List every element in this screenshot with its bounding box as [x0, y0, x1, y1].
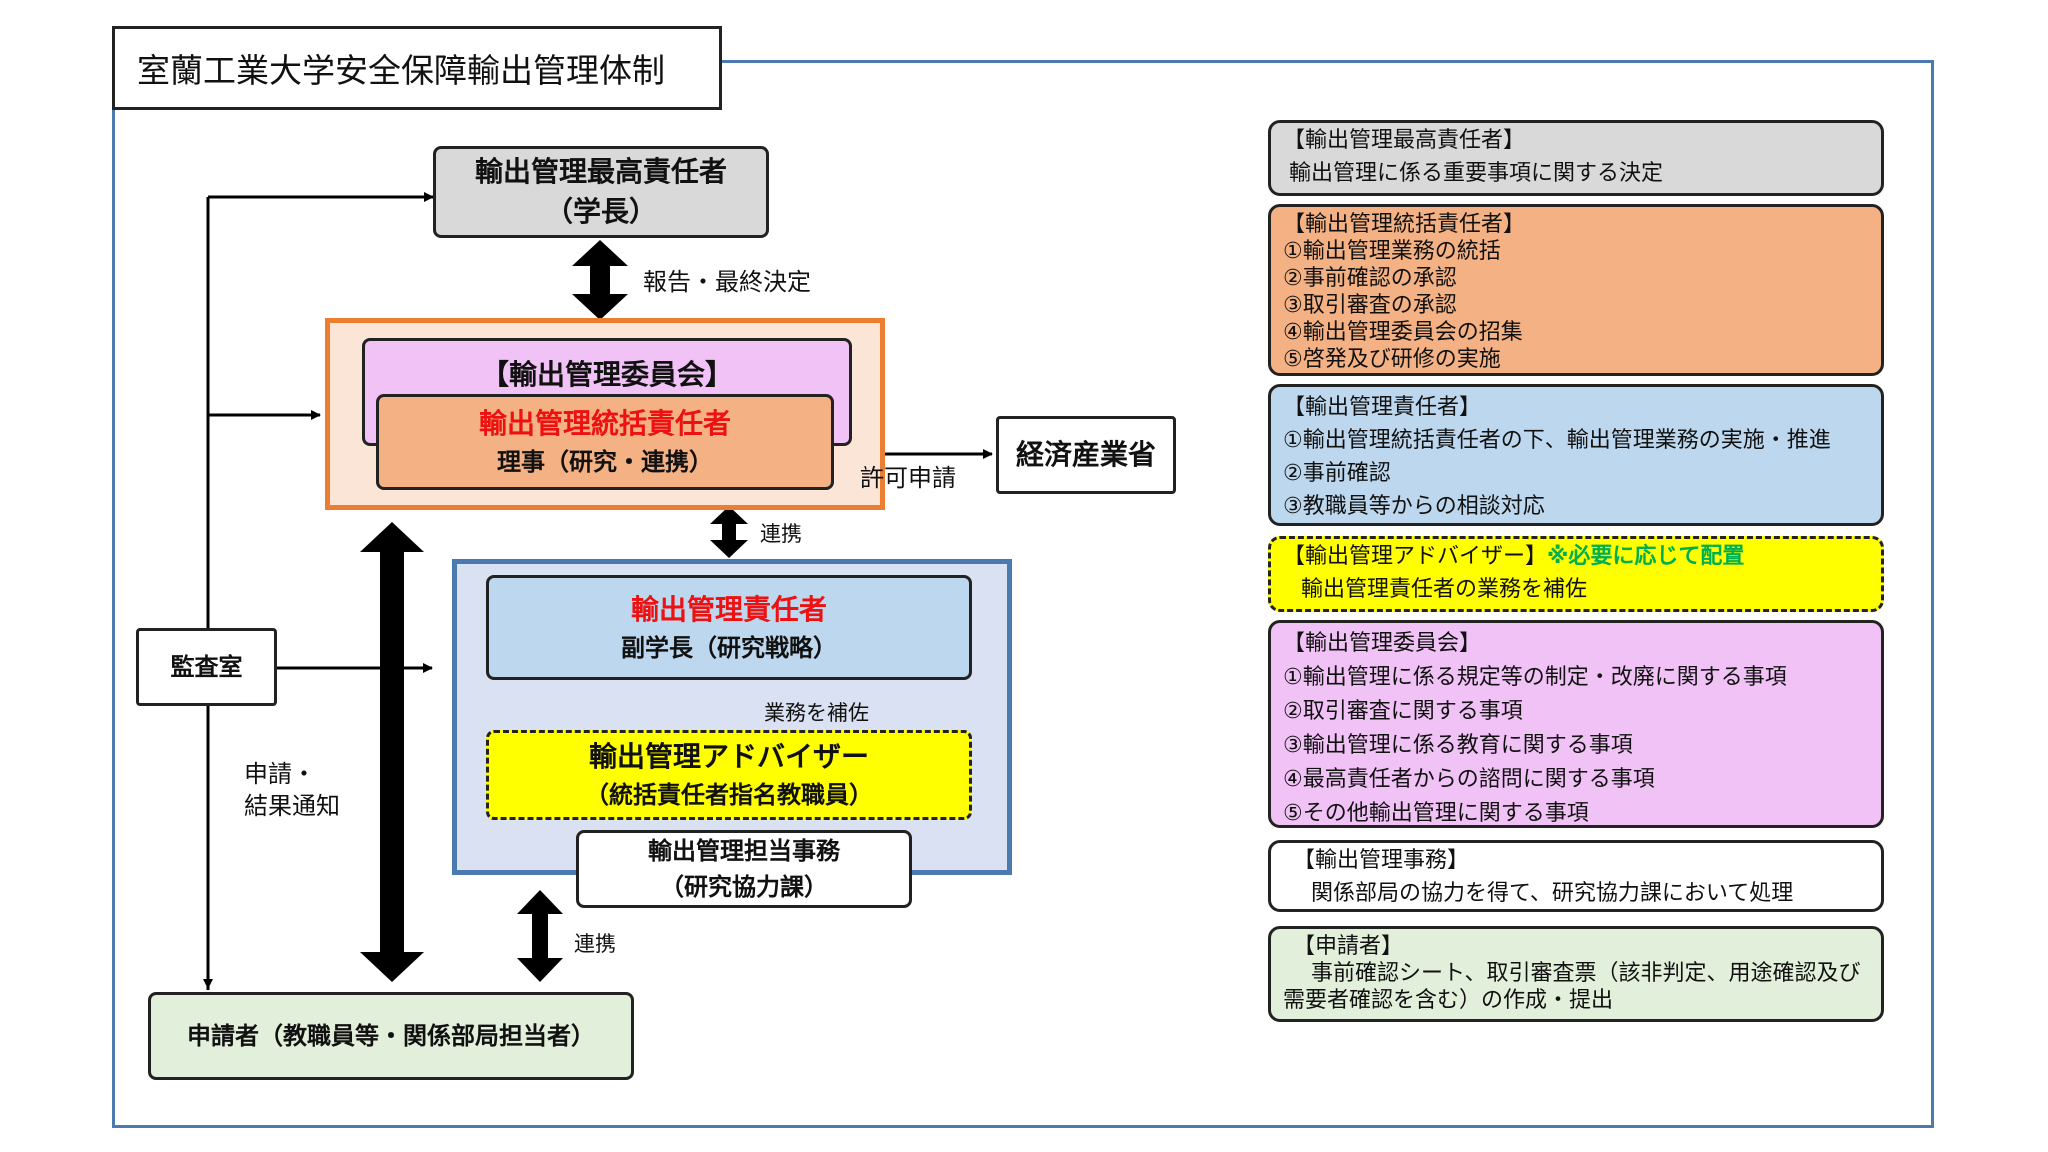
note-advisor-line: 輸出管理責任者の業務を補佐 [1301, 577, 1588, 602]
note-manager-line: ③教職員等からの相談対応 [1283, 494, 1545, 519]
note-supreme-title: 【輸出管理最高責任者】 [1283, 128, 1526, 153]
supreme-officer-box: 輸出管理最高責任者 （学長） [433, 146, 769, 238]
note-committee-line: ③輸出管理に係る教育に関する事項 [1283, 733, 1633, 758]
general-officer-name: 輸出管理統括責任者 [478, 407, 731, 440]
permit-label: 許可申請 [860, 464, 956, 492]
supreme-officer-role: （学長） [544, 195, 657, 228]
applicant-box: 申請者（教職員等・関係部局担当者） [148, 992, 634, 1080]
note-general-line: ③取引審査の承認 [1283, 293, 1457, 318]
apply-label-line-2: 結果通知 [244, 792, 340, 820]
note-general: 【輸出管理統括責任者】 ①輸出管理業務の統括 ②事前確認の承認 ③取引審査の承認… [1268, 204, 1884, 376]
general-officer-role: 理事（研究・連携） [497, 448, 713, 476]
note-office: 【輸出管理事務】 関係部局の協力を得て、研究協力課において処理 [1268, 840, 1884, 912]
note-supreme-line: 輸出管理に係る重要事項に関する決定 [1289, 161, 1664, 186]
coop-double-arrow-2 [517, 890, 563, 982]
coop-label-1: 連携 [760, 522, 802, 546]
apply-label-line-1: 申請・ [244, 760, 316, 788]
main-double-arrow [360, 522, 424, 982]
manager-role: 副学長（研究戦略） [621, 633, 837, 662]
note-committee-line: ⑤その他輸出管理に関する事項 [1283, 801, 1589, 826]
supreme-officer-name: 輸出管理最高責任者 [474, 155, 727, 188]
note-general-title: 【輸出管理統括責任者】 [1283, 212, 1526, 237]
advisor-box: 輸出管理アドバイザー （統括責任者指名教職員） [486, 730, 972, 820]
manager-box: 輸出管理責任者 副学長（研究戦略） [486, 575, 972, 680]
note-applicant-line: 需要者確認を含む）の作成・提出 [1283, 988, 1614, 1013]
note-manager-title: 【輸出管理責任者】 [1283, 395, 1482, 420]
note-manager-line: ②事前確認 [1283, 461, 1391, 486]
note-manager-line: ①輸出管理統括責任者の下、輸出管理業務の実施・推進 [1283, 428, 1831, 453]
apply-label: 申請・ 結果通知 [244, 758, 340, 822]
note-office-line: 関係部局の協力を得て、研究協力課において処理 [1311, 881, 1794, 906]
committee-name: 【輸出管理委員会】 [480, 358, 733, 391]
note-advisor: 【輸出管理アドバイザー】※必要に応じて配置 輸出管理責任者の業務を補佐 [1268, 536, 1884, 612]
note-advisor-title-note: ※必要に応じて配置 [1547, 544, 1745, 569]
advisor-role: （統括責任者指名教職員） [585, 781, 873, 809]
note-general-line: ②事前確認の承認 [1283, 266, 1457, 291]
coop-label-2: 連携 [574, 932, 616, 956]
note-committee: 【輸出管理委員会】 ①輸出管理に係る規定等の制定・改廃に関する事項 ②取引審査に… [1268, 620, 1884, 828]
assist-label: 業務を補佐 [764, 701, 869, 725]
export-office-role: （研究協力課） [660, 873, 828, 901]
note-manager: 【輸出管理責任者】 ①輸出管理統括責任者の下、輸出管理業務の実施・推進 ②事前確… [1268, 384, 1884, 526]
note-supreme: 【輸出管理最高責任者】 輸出管理に係る重要事項に関する決定 [1268, 120, 1884, 196]
meti-box: 経済産業省 [996, 416, 1176, 494]
meti-name: 経済産業省 [1015, 438, 1156, 471]
applicant-name: 申請者（教職員等・関係部局担当者） [187, 1022, 595, 1050]
audit-office-box: 監査室 [136, 628, 277, 706]
note-committee-title: 【輸出管理委員会】 [1283, 631, 1482, 656]
manager-name: 輸出管理責任者 [630, 592, 827, 626]
export-office-name: 輸出管理担当事務 [648, 837, 840, 865]
note-committee-line: ②取引審査に関する事項 [1283, 699, 1523, 724]
note-committee-line: ④最高責任者からの諮問に関する事項 [1283, 767, 1655, 792]
outer-frame [112, 60, 1934, 1128]
advisor-name: 輸出管理アドバイザー [588, 740, 869, 773]
note-applicant-line: 事前確認シート、取引審査票（該非判定、用途確認及び [1311, 961, 1861, 986]
page-title: 室蘭工業大学安全保障輸出管理体制 [112, 26, 722, 110]
note-applicant: 【申請者】 事前確認シート、取引審査票（該非判定、用途確認及び 需要者確認を含む… [1268, 926, 1884, 1022]
note-general-line: ④輸出管理委員会の招集 [1283, 320, 1523, 345]
note-advisor-title-text: 【輸出管理アドバイザー】 [1283, 544, 1548, 569]
coop-double-arrow-1 [710, 506, 748, 558]
general-officer-box: 輸出管理統括責任者 理事（研究・連携） [376, 394, 834, 490]
note-applicant-title: 【申請者】 [1293, 934, 1404, 959]
note-general-line: ①輸出管理業務の統括 [1283, 239, 1501, 264]
note-advisor-title: 【輸出管理アドバイザー】※必要に応じて配置 [1283, 543, 1869, 570]
report-double-arrow [572, 240, 628, 320]
note-office-title: 【輸出管理事務】 [1293, 848, 1470, 873]
report-label: 報告・最終決定 [643, 268, 811, 296]
export-office-box: 輸出管理担当事務 （研究協力課） [576, 830, 912, 908]
note-committee-line: ①輸出管理に係る規定等の制定・改廃に関する事項 [1283, 665, 1787, 690]
audit-office-name: 監査室 [170, 653, 243, 681]
note-general-line: ⑤啓発及び研修の実施 [1283, 347, 1501, 372]
